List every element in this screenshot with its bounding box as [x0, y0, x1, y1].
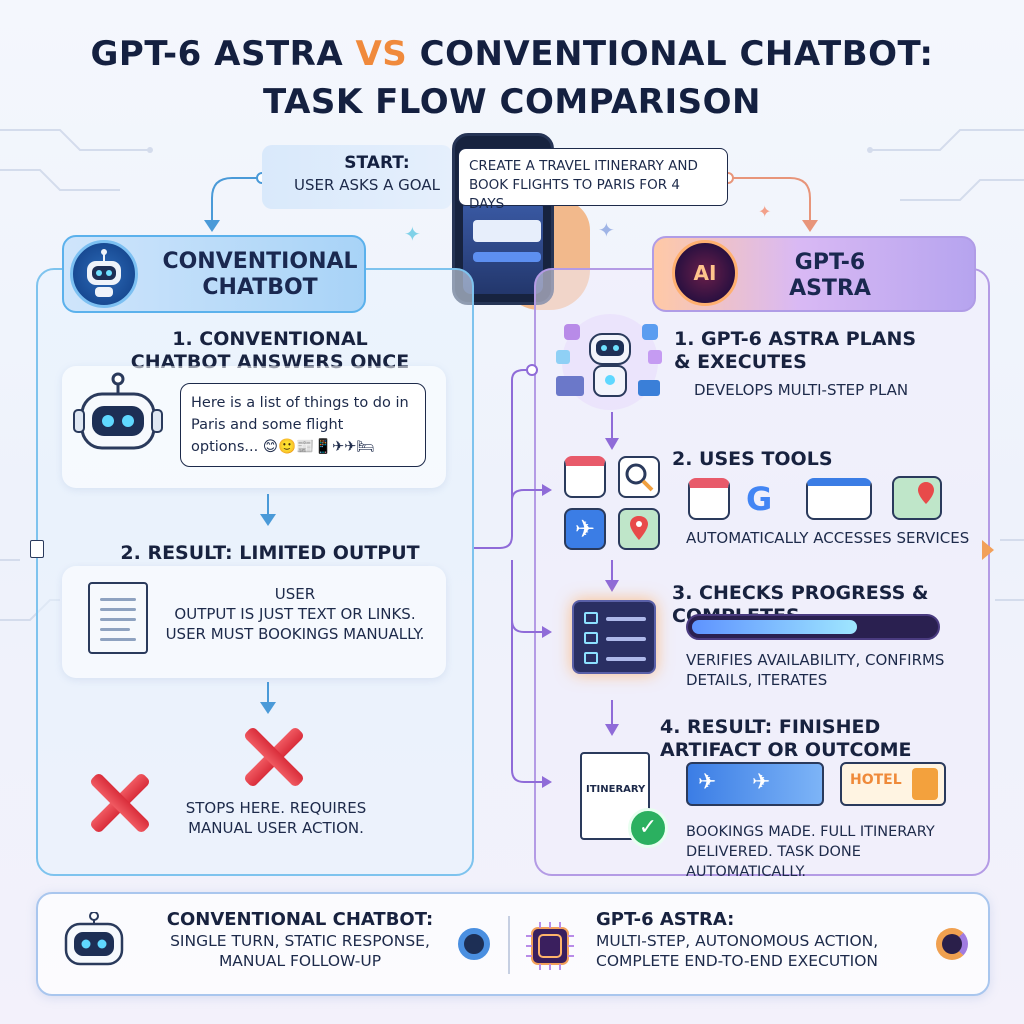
browser-icon: [806, 478, 872, 520]
robot-icon: [70, 240, 138, 308]
astra-step1-title: 1. GPT-6 ASTRA PLANS& EXECUTES: [674, 328, 917, 373]
document-icon: [88, 582, 148, 654]
conventional-header-title: CONVENTIONAL CHATBOT: [162, 249, 358, 300]
search-icon: [618, 456, 660, 498]
calendar-icon: [564, 456, 606, 498]
astra-step4-title: 4. RESULT: FINISHED ARTIFACT OR OUTCOME: [660, 716, 912, 761]
progress-bar: [686, 614, 940, 640]
summary-left-text: CONVENTIONAL CHATBOT: SINGLE TURN, STATI…: [166, 909, 434, 970]
document-icon: [30, 540, 44, 558]
robot-icon: [68, 372, 168, 472]
flight-ticket-icon: ✈✈: [686, 762, 824, 806]
summary-right-text: GPT-6 ASTRA: MULTI-STEP, AUTONOMOUS ACTI…: [596, 909, 879, 970]
page-title: GPT-6 ASTRA VS CONVENTIONAL CHATBOT: TAS…: [90, 34, 934, 122]
map-icon: [618, 508, 660, 550]
left-stop-text: STOPS HERE. REQUIRES MANUAL USER ACTION.: [185, 799, 367, 837]
astra-robot-icon: [550, 310, 670, 418]
summary-divider: [508, 916, 510, 974]
prompt-bubble: CREATE A TRAVEL ITINERARY AND BOOK FLIGH…: [458, 148, 728, 212]
left-step2-text: USER OUTPUT IS JUST TEXT OR LINKS. USER …: [165, 585, 425, 643]
check-icon: [628, 808, 668, 848]
summary-bar: [36, 892, 990, 996]
ai-chip-icon: AI: [672, 240, 738, 306]
robot-icon: [58, 911, 130, 976]
checklist-icon: [572, 600, 656, 674]
status-ring-icon: [458, 928, 490, 960]
google-icon: G: [746, 480, 773, 518]
start-sub: USER ASKS A GOAL: [294, 176, 440, 194]
plane-icon: ✈: [564, 508, 606, 550]
ai-chip-icon: [522, 918, 578, 974]
calendar-icon: [688, 478, 730, 520]
astra-step1-sub: DEVELOPS MULTI-STEP PLAN: [694, 381, 909, 399]
sparkle-icon: ✦: [758, 202, 772, 221]
chatbot-response-bubble: Here is a list of things to do in Paris …: [180, 383, 426, 467]
status-ring-icon: [936, 928, 968, 960]
sparkle-icon: ✦: [404, 222, 421, 246]
astra-step2-title: 2. USES TOOLS: [672, 448, 833, 470]
progress-fill: [692, 620, 857, 634]
map-icon: [892, 476, 942, 520]
left-step2-title: 2. RESULT: LIMITED OUTPUT: [120, 542, 420, 564]
hotel-icon: HOTEL: [840, 762, 946, 806]
start-label: START:: [344, 153, 410, 173]
astra-step2-sub: AUTOMATICALLY ACCESSES SERVICES: [686, 529, 970, 547]
sparkle-icon: ✦: [598, 218, 615, 242]
start-box: START: USER ASKS A GOAL: [262, 145, 452, 209]
